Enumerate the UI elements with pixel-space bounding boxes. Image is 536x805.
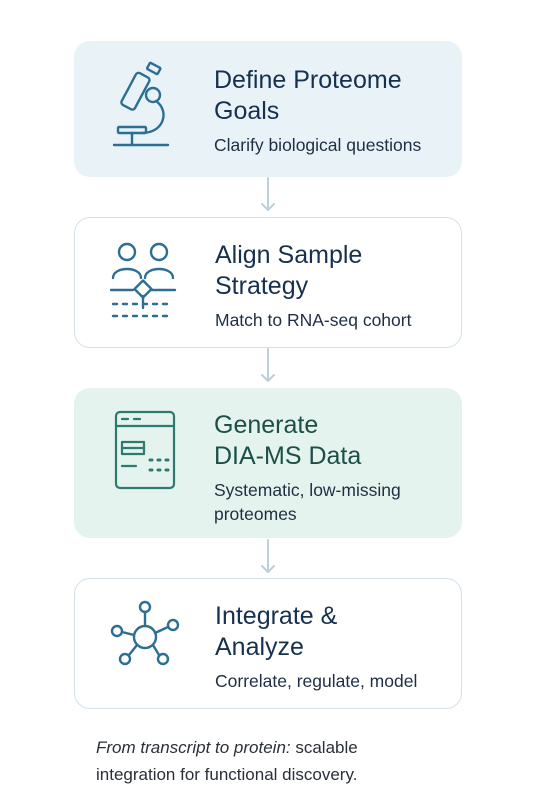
step-card-generate-data: Generate DIA-MS Data Systematic, low-mis… bbox=[74, 388, 462, 538]
step-card-align-sample: Align Sample Strategy Match to RNA-seq c… bbox=[74, 217, 462, 348]
footer-italic: From transcript to protein: bbox=[96, 738, 291, 757]
step-title: Align Sample Strategy bbox=[215, 241, 363, 300]
microscope-icon bbox=[108, 61, 180, 149]
step-subtitle: Match to RNA-seq cohort bbox=[215, 310, 412, 330]
step-subtitle: Clarify biological questions bbox=[214, 135, 422, 155]
mass-spectrometer-icon bbox=[108, 408, 180, 496]
footer-caption: From transcript to protein: scalable int… bbox=[96, 734, 516, 788]
footer-rest: scalable bbox=[290, 738, 358, 757]
down-arrow-icon bbox=[261, 539, 275, 573]
step-subtitle: Systematic, low-missing proteomes bbox=[214, 480, 401, 524]
network-icon bbox=[109, 597, 181, 685]
people-align-icon bbox=[109, 238, 181, 326]
step-card-integrate-analyze: Integrate & Analyze Correlate, regulate,… bbox=[74, 578, 462, 709]
step-title: Define Proteome Goals bbox=[214, 66, 402, 125]
step-title: Integrate & Analyze bbox=[215, 602, 338, 661]
step-title: Generate DIA-MS Data bbox=[214, 411, 362, 470]
footer-line2: integration for functional discovery. bbox=[96, 765, 358, 784]
down-arrow-icon bbox=[261, 348, 275, 382]
step-subtitle: Correlate, regulate, model bbox=[215, 671, 418, 691]
step-card-define-goals: Define Proteome Goals Clarify biological… bbox=[74, 41, 462, 177]
down-arrow-icon bbox=[261, 177, 275, 211]
